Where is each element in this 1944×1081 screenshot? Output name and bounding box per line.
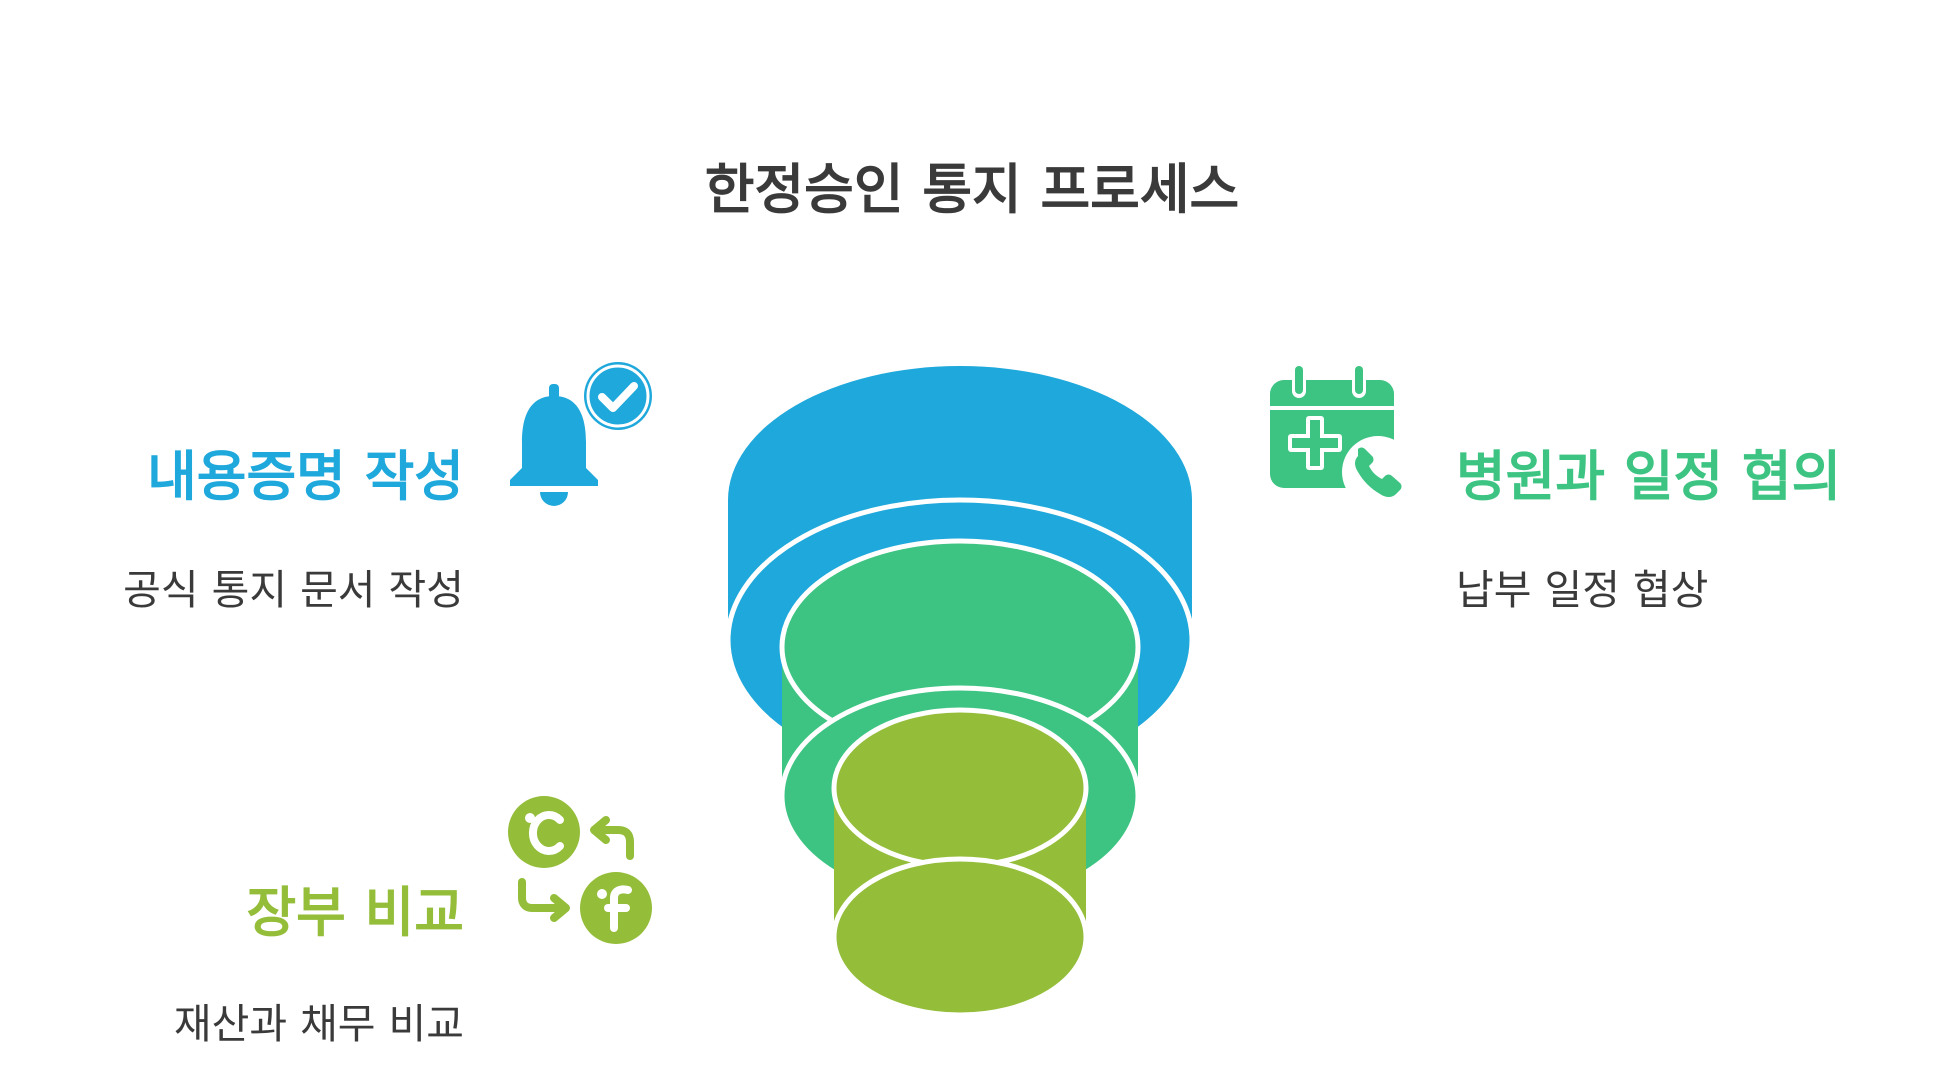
funnel-graphic	[700, 350, 1220, 1034]
step-3-title: 장부 비교	[246, 881, 464, 944]
bell-check-icon	[500, 360, 660, 520]
step-1-title: 내용증명 작성	[147, 445, 464, 508]
step-3-description: 재산과 채무 비교	[173, 1000, 464, 1048]
celsius-fahrenheit-convert-icon	[500, 794, 660, 954]
diagram-title: 한정승인 통지 프로세스	[704, 158, 1240, 221]
funnel-svg	[725, 366, 1195, 1018]
step-2-title: 병원과 일정 협의	[1456, 445, 1842, 508]
medical-calendar-phone-icon	[1266, 360, 1416, 510]
step-2-description: 납부 일정 협상	[1456, 566, 1709, 614]
step-1-description: 공식 통지 문서 작성	[123, 566, 464, 614]
funnel-layer-3	[831, 707, 1089, 1018]
